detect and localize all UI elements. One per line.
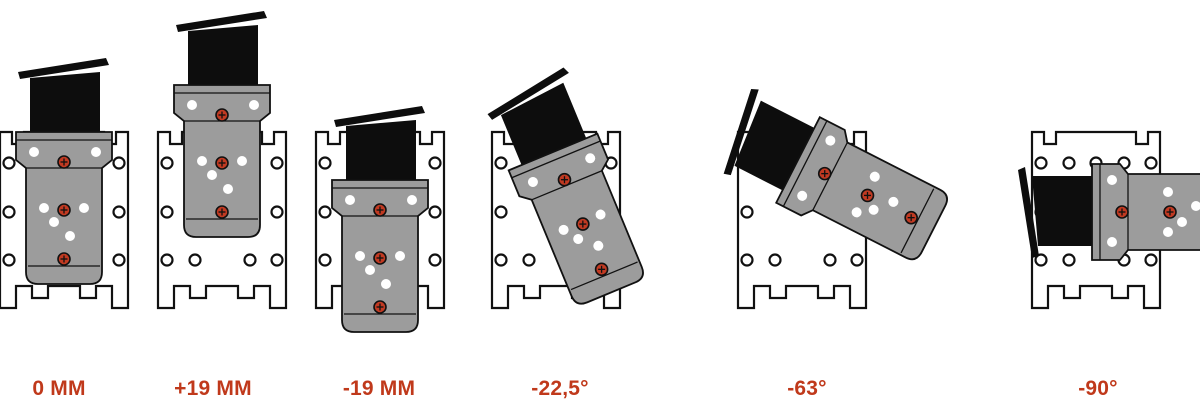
mount-hole-icon xyxy=(428,205,442,219)
screw-icon xyxy=(215,108,229,122)
screw-icon xyxy=(215,156,229,170)
mount-hole-icon xyxy=(318,205,332,219)
mount-hole-icon xyxy=(270,253,284,267)
mount-hole-icon xyxy=(494,205,508,219)
config-minus63 xyxy=(723,88,948,310)
magazine-icon xyxy=(500,82,588,167)
config-minus19mm xyxy=(314,106,446,333)
mount-hole-icon xyxy=(243,253,257,267)
mount-hole-icon xyxy=(522,253,536,267)
mount-hole-icon xyxy=(160,156,174,170)
screw-icon xyxy=(594,262,609,277)
mount-hole-icon xyxy=(318,156,332,170)
mount-hole-icon xyxy=(2,156,16,170)
screw-icon xyxy=(817,166,832,181)
mount-hole-icon xyxy=(428,156,442,170)
mount-hole-icon xyxy=(188,253,202,267)
holster-body-icon xyxy=(723,88,948,261)
screw-icon xyxy=(215,205,229,219)
mount-hole-icon xyxy=(112,156,126,170)
mount-hole-icon xyxy=(1144,253,1158,267)
mount-hole-icon xyxy=(270,156,284,170)
screw-icon xyxy=(57,155,71,169)
screw-icon xyxy=(860,188,875,203)
holster-body-icon xyxy=(331,106,429,333)
holster-body-icon xyxy=(487,67,644,305)
holster-body-icon xyxy=(1018,163,1200,261)
config-minus22-5 xyxy=(487,67,644,310)
screw-icon xyxy=(1163,205,1177,219)
screw-icon xyxy=(576,217,590,231)
screw-icon xyxy=(373,203,387,217)
screw-icon xyxy=(373,251,387,265)
mount-hole-icon xyxy=(1034,253,1048,267)
mount-hole-icon xyxy=(112,253,126,267)
mount-hole-icon xyxy=(270,205,284,219)
mount-hole-icon xyxy=(1034,156,1048,170)
mount-hole-icon xyxy=(160,205,174,219)
caption-0mm: 0 MM xyxy=(32,377,86,400)
mount-hole-icon xyxy=(850,253,864,267)
screw-icon xyxy=(904,210,918,225)
mount-hole-icon xyxy=(2,253,16,267)
mount-hole-icon xyxy=(318,253,332,267)
mount-hole-icon xyxy=(1062,253,1076,267)
screw-icon xyxy=(557,172,572,187)
caption-minus63: -63° xyxy=(787,377,827,400)
mount-hole-icon xyxy=(160,253,174,267)
mount-hole-icon xyxy=(1144,156,1158,170)
holster-body-icon xyxy=(15,58,113,285)
mount-hole-icon xyxy=(428,253,442,267)
config-minus90 xyxy=(1018,130,1200,310)
caption-minus19mm: -19 MM xyxy=(342,377,416,400)
screw-icon xyxy=(57,252,71,266)
config-0mm xyxy=(0,58,130,310)
magazine-icon xyxy=(30,72,100,134)
mount-hole-icon xyxy=(112,205,126,219)
mount-hole-icon xyxy=(768,253,782,267)
mount-hole-icon xyxy=(494,156,508,170)
mount-hole-icon xyxy=(823,253,837,267)
mount-hole-icon xyxy=(740,205,754,219)
mount-hole-icon xyxy=(740,253,754,267)
mount-hole-icon xyxy=(1062,156,1076,170)
mount-hole-icon xyxy=(494,253,508,267)
screw-icon xyxy=(1115,205,1129,219)
magazine-icon xyxy=(1032,176,1094,246)
screw-icon xyxy=(57,203,71,217)
holster-body-icon xyxy=(173,11,271,238)
mount-hole-icon xyxy=(2,205,16,219)
caption-minus22-5: -22,5° xyxy=(531,377,589,400)
config-plus19mm xyxy=(156,11,288,310)
screw-icon xyxy=(373,300,387,314)
caption-plus19mm: +19 MM xyxy=(174,377,252,400)
caption-minus90: -90° xyxy=(1078,377,1118,400)
magazine-icon xyxy=(188,25,258,87)
magazine-icon xyxy=(346,120,416,182)
